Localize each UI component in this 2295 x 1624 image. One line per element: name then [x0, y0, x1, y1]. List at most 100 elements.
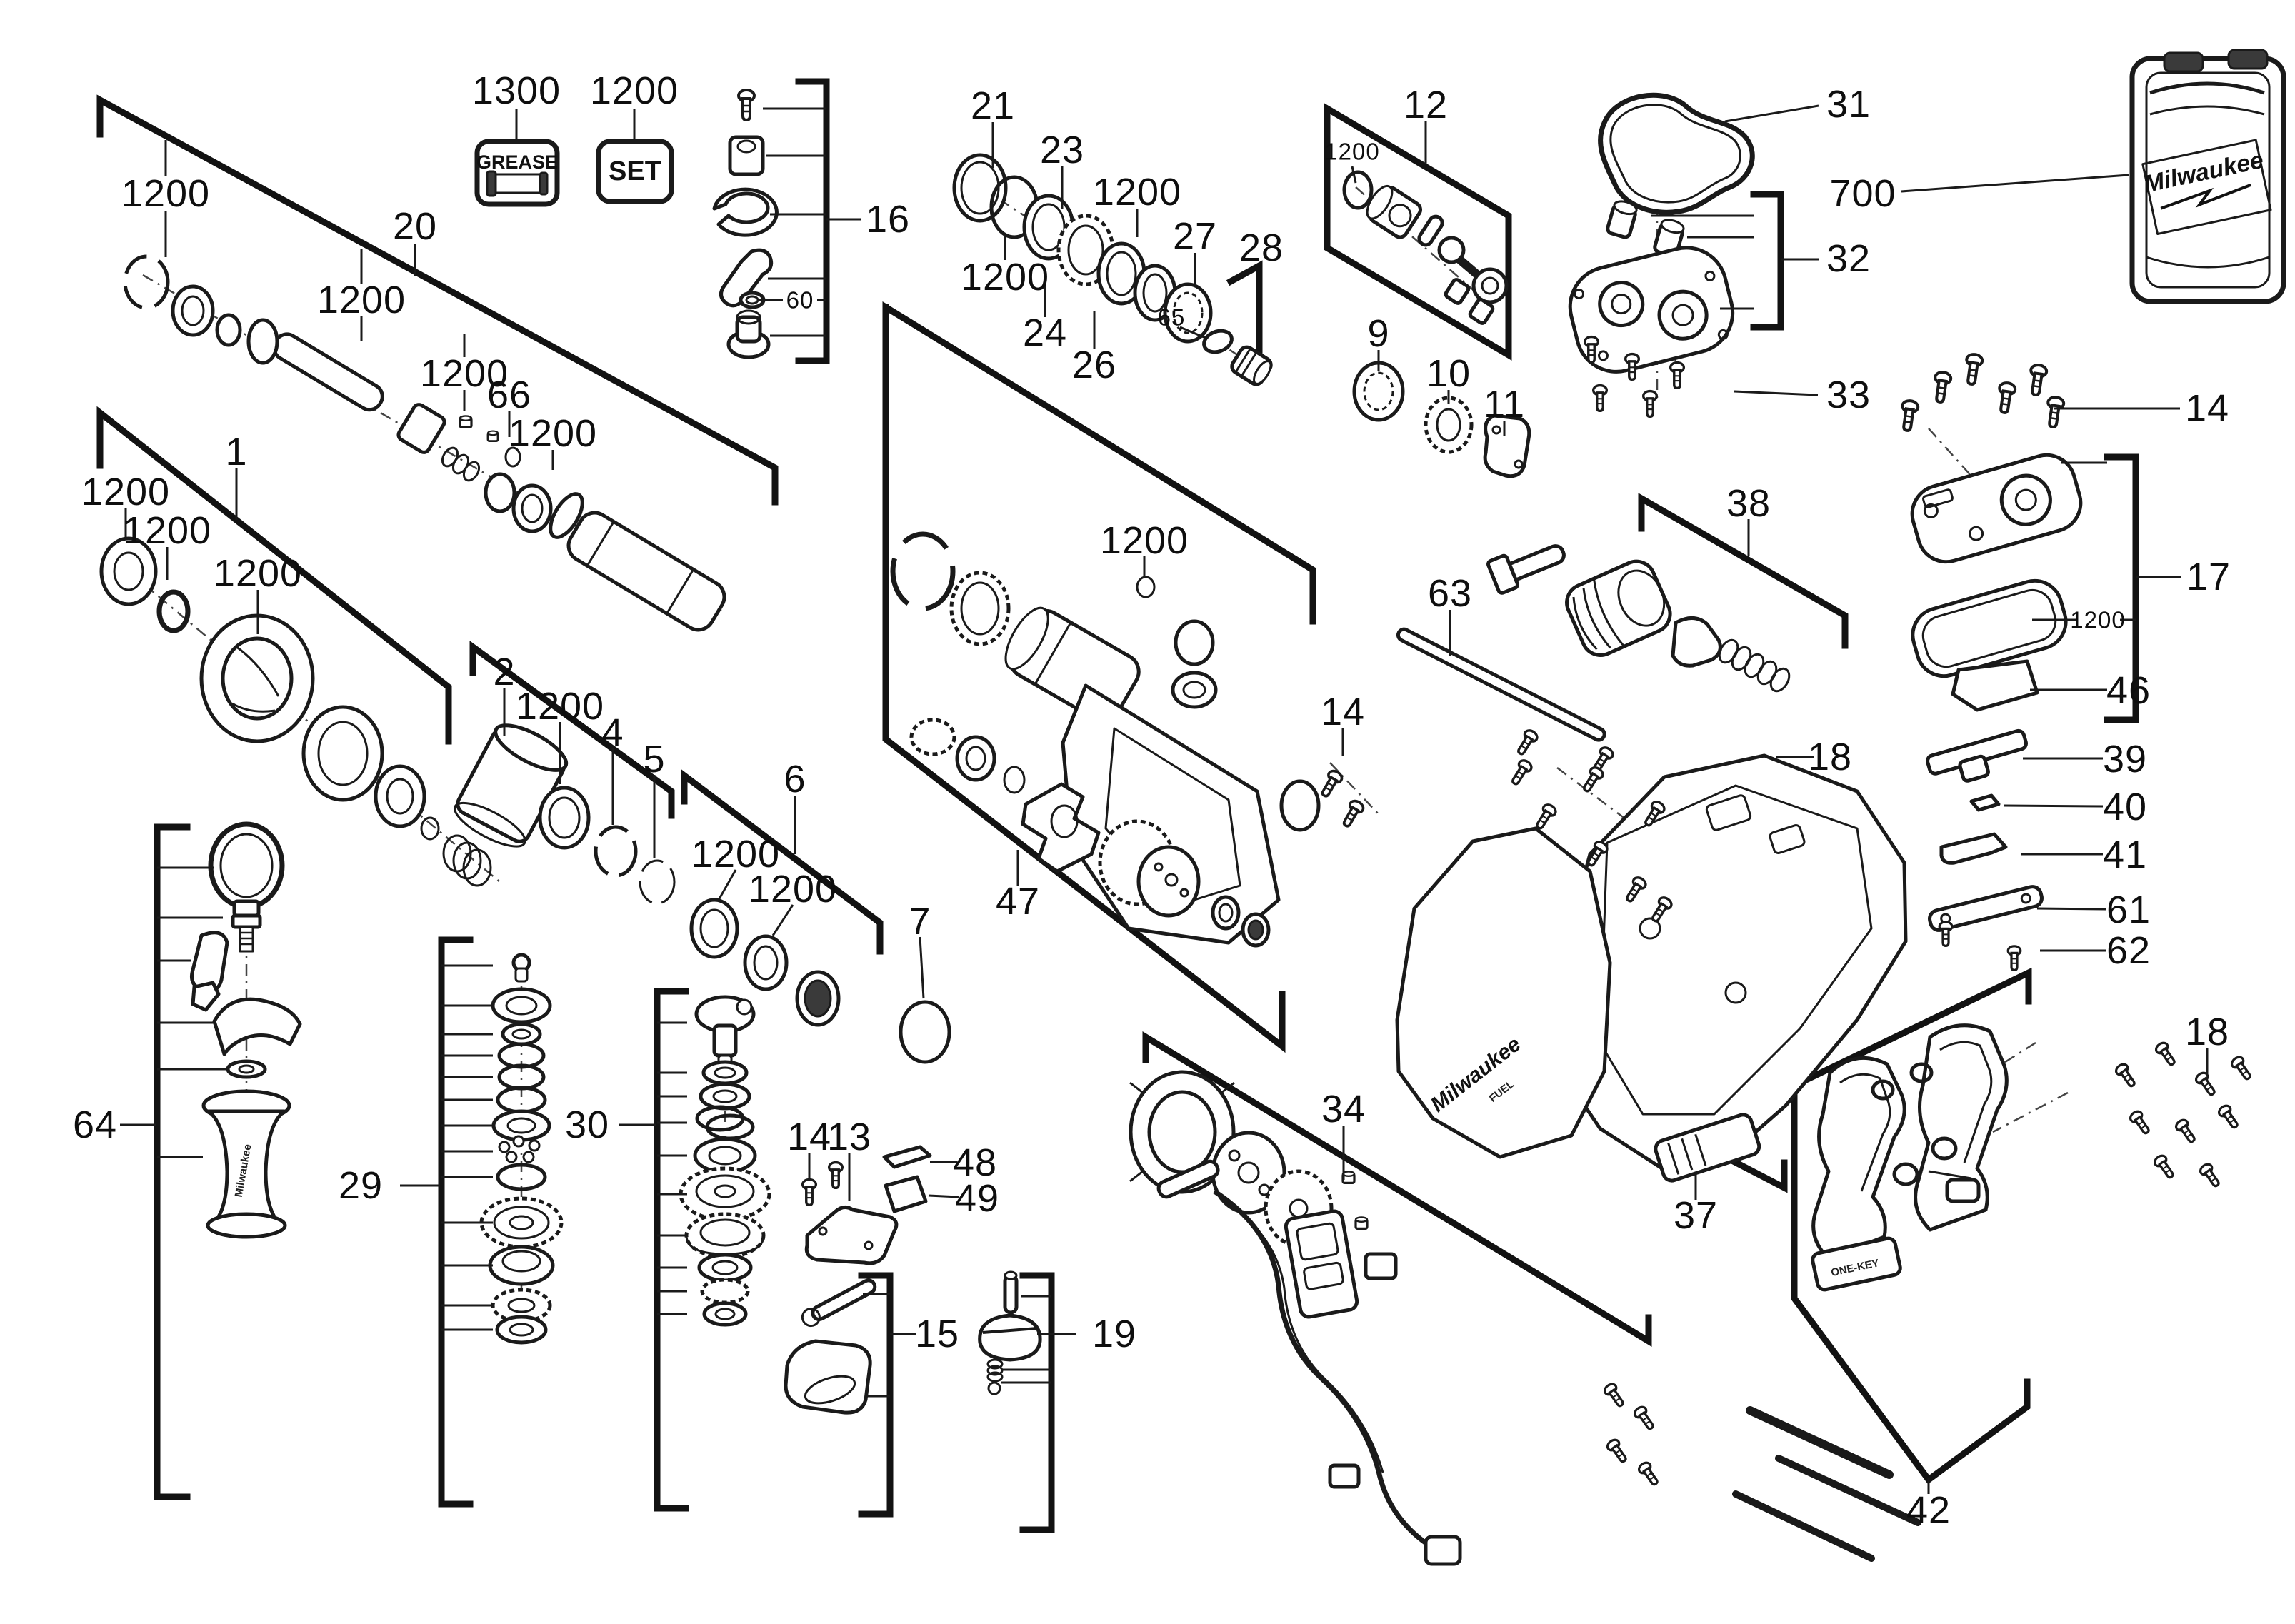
callout-29: 29 — [339, 1164, 383, 1207]
callout-46: 46 — [2106, 669, 2151, 712]
part-group-13-14-bracket — [801, 1161, 899, 1265]
callout-1200: 1200 — [1324, 139, 1379, 165]
callout-15: 15 — [915, 1313, 959, 1355]
leader-line — [2036, 907, 2106, 911]
part-group-47-gearbox — [890, 531, 1321, 948]
callout-12: 12 — [1404, 84, 1448, 126]
callout-19: 19 — [1092, 1313, 1136, 1355]
callout-47: 47 — [996, 880, 1040, 923]
dial-knob-icon — [978, 1313, 1042, 1362]
leader-line — [716, 869, 737, 902]
callout-39: 39 — [2103, 738, 2147, 781]
callout-1200: 1200 — [81, 471, 170, 513]
ring-gear-icon — [684, 1212, 766, 1259]
callout-14: 14 — [787, 1116, 831, 1158]
callout-30: 30 — [565, 1103, 609, 1146]
callout-48: 48 — [953, 1141, 997, 1184]
callout-66: 66 — [487, 374, 531, 416]
callout-1: 1 — [225, 431, 247, 473]
part-group-16-selector — [712, 89, 779, 359]
part-group-1-chuck — [99, 536, 492, 887]
callout-1200: 1200 — [214, 552, 302, 595]
leader-line — [919, 936, 925, 999]
callout-20: 20 — [393, 205, 437, 248]
callout-60: 60 — [786, 287, 814, 314]
callout-9: 9 — [1367, 312, 1389, 355]
part-group-31-33-gear-cover — [1568, 92, 1755, 418]
leader-line — [1901, 174, 2129, 193]
clip-41 — [1939, 832, 2008, 865]
callout-11: 11 — [1484, 383, 1525, 426]
callout-10: 10 — [1426, 352, 1471, 395]
callout-27: 27 — [1173, 215, 1217, 258]
part-63-rod — [1396, 627, 1606, 742]
callout-38: 38 — [1726, 482, 1771, 525]
callout-65: 65 — [1158, 304, 1186, 331]
callout-34: 34 — [1321, 1088, 1366, 1131]
part-group-20-spindle — [123, 254, 726, 632]
callout-31: 31 — [1826, 83, 1871, 126]
callout-1200: 1200 — [123, 509, 211, 552]
callout-1200: 1200 — [516, 685, 604, 728]
part-group-48-49-pads — [882, 1145, 932, 1213]
callout-14: 14 — [1321, 691, 1365, 733]
grease-box-label: GREASE — [476, 151, 558, 173]
spring-icon — [1718, 638, 1791, 693]
leader-line — [1179, 326, 1208, 340]
callout-1300: 1300 — [472, 69, 561, 112]
callout-61: 61 — [2106, 888, 2151, 931]
callout-40: 40 — [2103, 786, 2147, 828]
clutch-gear-icon — [1098, 819, 1201, 918]
spring-icon — [441, 446, 481, 482]
ball-set-icon — [498, 1135, 541, 1163]
callout-18: 18 — [2185, 1011, 2229, 1053]
callout-700: 700 — [1829, 172, 1896, 215]
callout-14: 14 — [2185, 387, 2229, 430]
grip-icon: Milwaukee — [201, 1089, 291, 1239]
callout-41: 41 — [2103, 833, 2147, 876]
set-kit-box: SET — [596, 139, 674, 204]
callout-63: 63 — [1428, 572, 1472, 615]
part-group-34-motor — [1129, 1070, 1921, 1566]
callout-62: 62 — [2106, 929, 2151, 972]
callout-7: 7 — [909, 900, 931, 943]
callout-5: 5 — [643, 738, 665, 781]
part-group-29-clutch-stack — [479, 953, 564, 1345]
leader-line — [1351, 166, 1357, 184]
callout-1200: 1200 — [749, 868, 837, 911]
grease-kit-box: GREASE — [474, 139, 560, 207]
callout-1200: 1200 — [509, 412, 597, 455]
callout-49: 49 — [955, 1177, 999, 1220]
leader-lines — [120, 104, 2209, 1494]
carrying-case: Milwaukee — [2129, 49, 2286, 304]
part-group-42-handle: ONE-KEY — [1811, 1023, 2256, 1292]
callout-23: 23 — [1040, 129, 1084, 171]
callout-64: 64 — [73, 1103, 117, 1146]
part-group-21-28-rings — [952, 153, 1273, 386]
callout-16: 16 — [866, 198, 910, 241]
part-group-38-latch — [1486, 544, 1791, 693]
handle-screws-18 — [2113, 1039, 2256, 1191]
part-group-37-housing: Milwaukee FUEL — [1395, 727, 1908, 1183]
callout-1200: 1200 — [121, 172, 210, 215]
connecting-rod-icon — [1437, 236, 1509, 304]
foam-pad-46 — [1951, 659, 2039, 712]
lightning-bolt-icon — [2160, 183, 2251, 210]
callout-18: 18 — [1808, 736, 1852, 778]
plate-61 — [1928, 885, 2044, 932]
long-pins — [1732, 1406, 1921, 1562]
callout-2: 2 — [493, 651, 515, 693]
callout-37: 37 — [1674, 1194, 1718, 1237]
slider-39 — [1926, 728, 2028, 783]
callout-42: 42 — [1906, 1489, 1951, 1532]
small-key-40 — [1969, 793, 2001, 812]
set-box-label: SET — [609, 156, 661, 186]
leader-line — [771, 904, 794, 936]
part-group-14-screws — [1136, 576, 1367, 831]
leader-line — [1724, 104, 1819, 123]
callout-1200: 1200 — [691, 833, 780, 876]
bevel-gear-icon — [679, 1166, 771, 1222]
callout-1200: 1200 — [317, 279, 406, 321]
